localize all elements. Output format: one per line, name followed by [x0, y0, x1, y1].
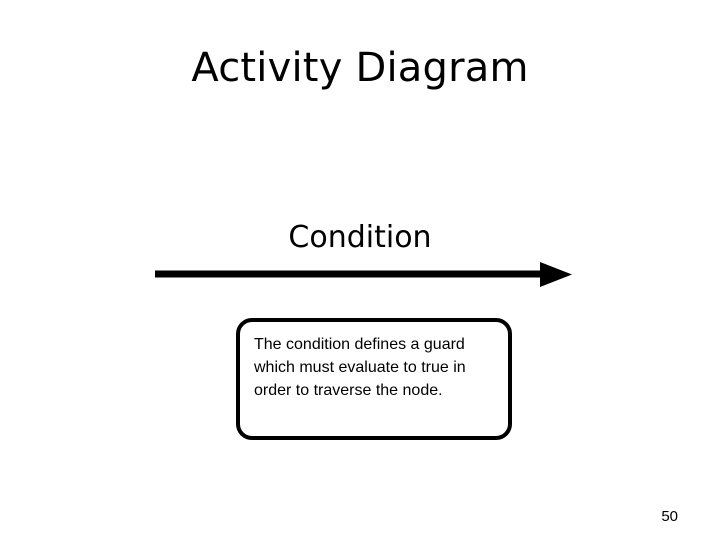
- page-number: 50: [661, 508, 678, 525]
- callout-text: The condition defines a guard which must…: [254, 336, 466, 399]
- page-title: Activity Diagram: [191, 45, 529, 91]
- condition-node-label: Condition: [288, 220, 432, 255]
- callout-box: The condition defines a guard which must…: [236, 318, 512, 440]
- transition-arrow-icon: [155, 262, 572, 287]
